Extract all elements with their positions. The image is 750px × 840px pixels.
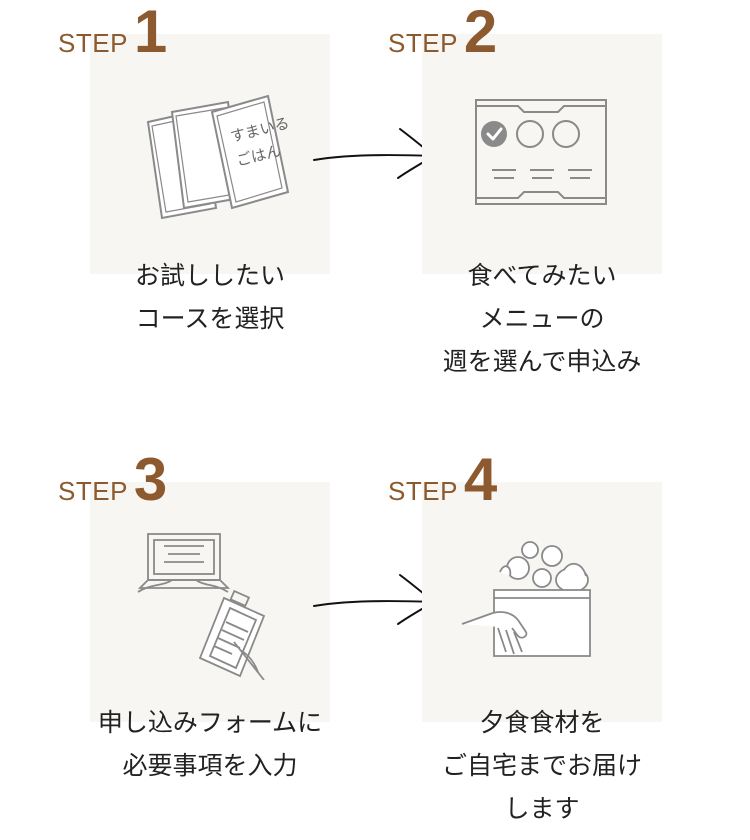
description-line: 週を選んで申込み [442,347,642,376]
step-word: STEP [388,476,458,506]
step-number: 3 [133,446,168,513]
description-line: 申し込みフォームに [97,708,323,737]
step-4-description: 夕食食材を ご自宅までお届け します [412,701,672,830]
step-word: STEP [58,476,128,506]
description-line: 必要事項を入力 [122,751,298,780]
grocery-box-delivery-icon [461,541,591,657]
description-line: ご自宅までお届け [441,751,642,780]
description-line: コースを選択 [135,304,285,333]
step-number: 2 [463,0,498,65]
description-line: します [504,794,580,823]
description-line: お試ししたい [134,261,285,290]
description-line: 食べてみたい [467,261,617,290]
description-line: 夕食食材を [479,708,605,737]
step-number: 1 [133,0,168,65]
step-2-card [422,34,662,274]
week-selection-card-icon [475,99,607,205]
laptop-and-form-icon [137,533,266,680]
menu-cards-icon: すまいる ごはん [146,94,291,220]
step-number: 4 [463,446,498,513]
description-line: メニューの [479,304,605,333]
step-3-description: 申し込みフォームに 必要事項を入力 [70,701,350,787]
step-3-card [90,482,330,722]
step-word: STEP [388,28,458,58]
step-word: STEP [58,28,128,58]
step-1-description: お試ししたい コースを選択 [90,254,330,340]
step-2-description: 食べてみたい メニューの 週を選んで申込み [412,254,672,383]
